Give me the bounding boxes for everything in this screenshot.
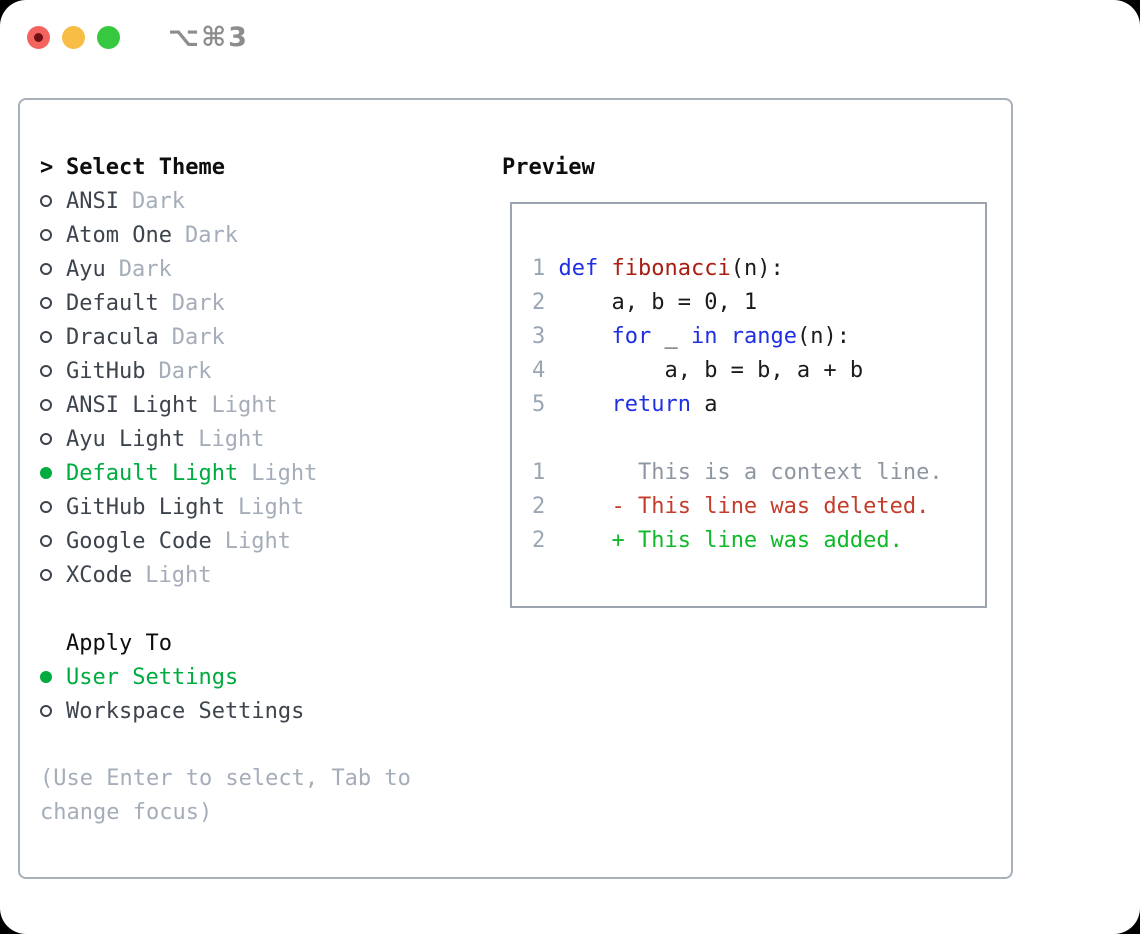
radio-icon bbox=[40, 229, 66, 241]
theme-name: XCode bbox=[66, 562, 133, 588]
diff-line-added: 2 + This line was added. bbox=[532, 528, 903, 553]
theme-name: Default Light bbox=[66, 460, 239, 486]
theme-picker-panel: > Select Theme ANSI Dark Atom One Dark A… bbox=[18, 98, 1013, 879]
theme-variant: Light bbox=[237, 494, 305, 520]
code-line: 3 for _ in range(n): bbox=[532, 324, 850, 349]
radio-icon bbox=[40, 433, 66, 445]
theme-name: ANSI bbox=[66, 188, 119, 214]
window-shortcut-label: ⌥⌘3 bbox=[168, 22, 249, 53]
preview-title: Preview bbox=[502, 154, 595, 180]
theme-option[interactable]: Ayu Dark bbox=[40, 252, 470, 286]
theme-variant: Light bbox=[145, 562, 212, 588]
theme-option[interactable]: ANSI Dark bbox=[40, 184, 470, 218]
code-line: 2 a, b = 0, 1 bbox=[532, 290, 758, 315]
spacer bbox=[40, 592, 470, 626]
spacer bbox=[40, 728, 470, 762]
theme-name: Default bbox=[66, 290, 159, 316]
theme-name: Dracula bbox=[66, 324, 159, 350]
theme-name: ANSI Light bbox=[66, 392, 199, 418]
radio-icon bbox=[40, 501, 66, 513]
theme-variant: Dark bbox=[118, 256, 172, 282]
theme-name: Google Code bbox=[66, 528, 212, 554]
code-line: 1 def fibonacci(n): bbox=[532, 256, 784, 281]
theme-option[interactable]: Atom One Dark bbox=[40, 218, 470, 252]
theme-option[interactable]: Default Dark bbox=[40, 286, 470, 320]
theme-option[interactable]: Dracula Dark bbox=[40, 320, 470, 354]
close-button[interactable] bbox=[27, 26, 50, 49]
radio-icon bbox=[40, 467, 66, 479]
radio-icon bbox=[40, 535, 66, 547]
select-theme-header: > Select Theme bbox=[40, 150, 470, 184]
theme-variant: Light bbox=[211, 392, 278, 418]
apply-to-name: User Settings bbox=[66, 664, 239, 690]
theme-list: ANSI Dark Atom One Dark Ayu Dark Default… bbox=[40, 184, 470, 592]
apply-to-option[interactable]: Workspace Settings bbox=[40, 694, 470, 728]
apply-to-option[interactable]: User Settings bbox=[40, 660, 470, 694]
theme-variant: Dark bbox=[171, 324, 225, 350]
help-text: (Use Enter to select, Tab to change focu… bbox=[40, 766, 411, 825]
apply-to-title: Apply To bbox=[66, 630, 172, 656]
preview-pane: 1 def fibonacci(n): 2 a, b = 0, 1 3 for … bbox=[510, 202, 987, 608]
theme-option[interactable]: Default Light Light bbox=[40, 456, 470, 490]
theme-name: Ayu Light bbox=[66, 426, 186, 452]
theme-option[interactable]: Google Code Light bbox=[40, 524, 470, 558]
titlebar: ⌥⌘3 bbox=[0, 0, 1140, 76]
radio-icon bbox=[40, 671, 66, 683]
theme-name: Ayu bbox=[66, 256, 106, 282]
theme-variant: Dark bbox=[184, 222, 238, 248]
theme-variant: Light bbox=[224, 528, 291, 554]
radio-icon bbox=[40, 263, 66, 275]
apply-to-list: User Settings Workspace Settings bbox=[40, 660, 470, 728]
theme-name: GitHub bbox=[66, 358, 146, 384]
theme-option[interactable]: GitHub Light Light bbox=[40, 490, 470, 524]
theme-option[interactable]: XCode Light bbox=[40, 558, 470, 592]
code-line: 5 return a bbox=[532, 392, 718, 417]
zoom-button[interactable] bbox=[97, 26, 120, 49]
radio-icon bbox=[40, 399, 66, 411]
apply-to-name: Workspace Settings bbox=[66, 698, 305, 724]
minimize-button[interactable] bbox=[62, 26, 85, 49]
theme-name: Atom One bbox=[66, 222, 172, 248]
radio-icon bbox=[40, 365, 66, 377]
radio-icon bbox=[40, 569, 66, 581]
select-theme-title: Select Theme bbox=[66, 154, 225, 180]
theme-variant: Light bbox=[251, 460, 318, 486]
theme-selector: > Select Theme ANSI Dark Atom One Dark A… bbox=[40, 150, 470, 830]
theme-variant: Dark bbox=[158, 358, 212, 384]
theme-name: GitHub Light bbox=[66, 494, 225, 520]
radio-icon bbox=[40, 297, 66, 309]
diff-line-deleted: 2 - This line was deleted. bbox=[532, 494, 930, 519]
close-dot-icon bbox=[34, 33, 43, 42]
theme-option[interactable]: GitHub Dark bbox=[40, 354, 470, 388]
radio-icon bbox=[40, 705, 66, 717]
focus-caret-icon: > bbox=[40, 154, 54, 180]
theme-variant: Dark bbox=[131, 188, 185, 214]
apply-to-header: Apply To bbox=[40, 626, 470, 660]
radio-icon bbox=[40, 195, 66, 207]
theme-option[interactable]: ANSI Light Light bbox=[40, 388, 470, 422]
theme-variant: Dark bbox=[171, 290, 225, 316]
code-line: 4 a, b = b, a + b bbox=[532, 358, 864, 383]
spacer bbox=[532, 422, 985, 456]
diff-line-context: 1 This is a context line. bbox=[532, 460, 943, 485]
theme-option[interactable]: Ayu Light Light bbox=[40, 422, 470, 456]
theme-variant: Light bbox=[198, 426, 265, 452]
radio-icon bbox=[40, 331, 66, 343]
